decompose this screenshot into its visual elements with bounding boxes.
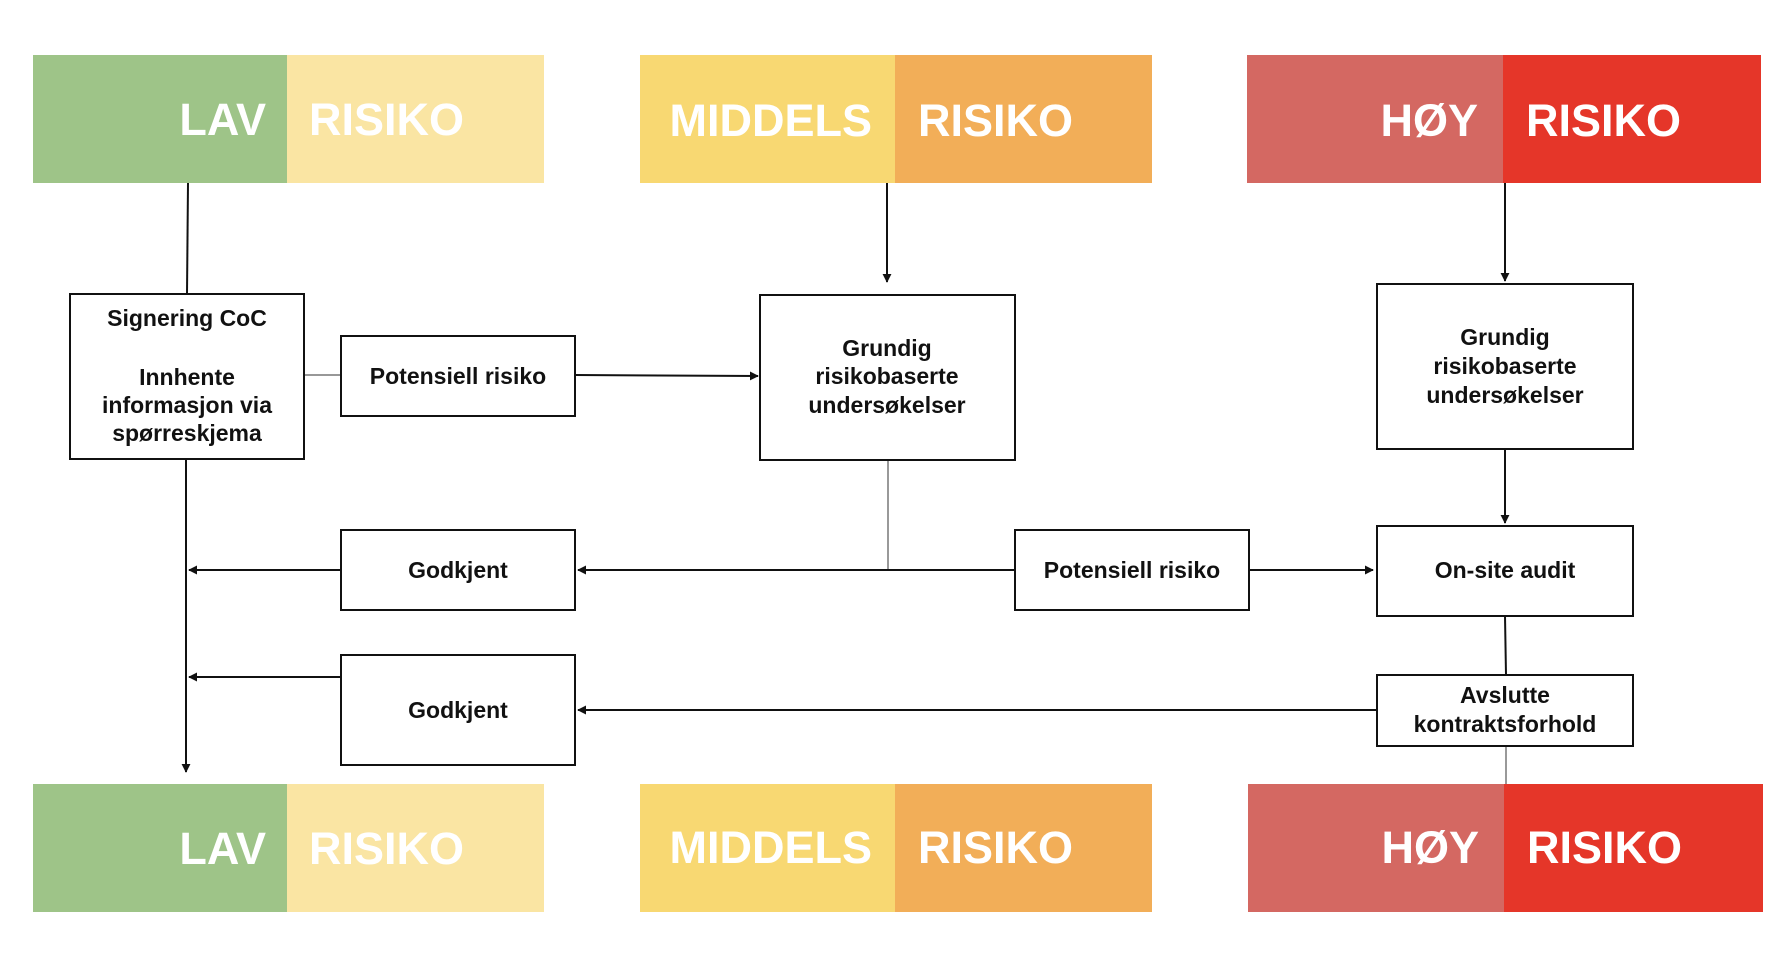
band-bottom-lav-risiko-block [287, 784, 544, 912]
node-avslutte-line2: kontraktsforhold [1414, 711, 1597, 737]
band-bottom-middels-word: MIDDELS [670, 822, 873, 873]
edge-lav-to-signering [186, 182, 189, 295]
band-top-lav-word: LAV [179, 94, 266, 145]
node-grundig-hoy-line3: undersøkelser [1426, 382, 1583, 408]
node-signering-box [69, 293, 305, 460]
band-top-hoy-word-block [1247, 55, 1503, 183]
band-top-hoy-word: HØY [1380, 95, 1478, 146]
node-potensiell-risiko-2: Potensiell risiko [1014, 529, 1250, 611]
node-grundig-hoy-box [1376, 283, 1634, 450]
node-godkjent-1-label: Godkjent [408, 557, 508, 583]
band-bottom-hoy-word-block [1248, 784, 1504, 912]
band-bottom-lav-word-block [33, 784, 287, 912]
node-signering-line4: spørreskjema [112, 420, 262, 446]
band-bottom-hoy-risiko: RISIKO [1527, 822, 1682, 873]
node-godkjent-2-box [340, 654, 576, 766]
node-signering-line1: Signering CoC [107, 305, 267, 331]
node-potensiell-1-label: Potensiell risiko [370, 363, 546, 389]
edge-potensiell-to-grundig [574, 371, 759, 381]
node-onsite-label: On-site audit [1435, 557, 1576, 583]
connectors [181, 182, 1510, 784]
band-bottom-lav-word: LAV [179, 823, 266, 874]
node-godkjent-1: Godkjent [340, 529, 576, 611]
node-grundig-middels-box [759, 294, 1016, 461]
band-bottom-middels-word-block [640, 784, 895, 912]
band-top-middels: MIDDELS RISIKO [640, 55, 1152, 183]
band-bottom-hoy-risiko-block [1504, 784, 1763, 912]
node-avslutte-line1: Avslutte [1460, 682, 1550, 708]
node-grundig-middels-line3: undersøkelser [808, 392, 965, 418]
band-top-lav-risiko-block [287, 55, 544, 183]
node-grundig-middels-line1: Grundig [842, 335, 931, 361]
node-avslutte-box [1376, 674, 1634, 747]
node-potensiell-1-box [340, 335, 576, 417]
band-top-lav-risiko: RISIKO [309, 94, 464, 145]
node-avslutte: Avslutte kontraktsforhold [1376, 674, 1634, 747]
band-top-lav-word-block [33, 55, 287, 183]
band-bottom-hoy-word: HØY [1381, 822, 1479, 873]
node-potensiell-2-box [1014, 529, 1250, 611]
edge-onsite-to-avslutte [1504, 615, 1507, 676]
band-top-hoy: HØY RISIKO [1247, 55, 1761, 183]
node-grundig-middels: Grundig risikobaserte undersøkelser [759, 294, 1016, 461]
node-godkjent-2-label: Godkjent [408, 697, 508, 723]
band-bottom-hoy: HØY RISIKO [1248, 784, 1763, 912]
node-potensiell-2-label: Potensiell risiko [1044, 557, 1220, 583]
node-grundig-hoy-line1: Grundig [1460, 324, 1549, 350]
band-top-middels-word: MIDDELS [670, 95, 873, 146]
band-bottom-lav: LAV RISIKO [33, 784, 544, 912]
band-bottom-middels-risiko: RISIKO [918, 822, 1073, 873]
node-signering: Signering CoC Innhente informasjon via s… [69, 293, 305, 460]
band-top-hoy-risiko: RISIKO [1526, 95, 1681, 146]
band-top-middels-word-block [640, 55, 895, 183]
node-signering-line2: Innhente [139, 364, 235, 390]
band-top-middels-risiko: RISIKO [918, 95, 1073, 146]
band-top-hoy-risiko-block [1503, 55, 1761, 183]
node-signering-line3: informasjon via [102, 392, 272, 418]
node-grundig-hoy-line2: risikobaserte [1433, 353, 1576, 379]
band-top-middels-risiko-block [895, 55, 1152, 183]
node-potensiell-risiko-1: Potensiell risiko [340, 335, 576, 417]
band-top-lav: LAV RISIKO [33, 55, 544, 183]
band-bottom-lav-risiko: RISIKO [309, 823, 464, 874]
node-grundig-middels-line2: risikobaserte [815, 363, 958, 389]
node-onsite-box [1376, 525, 1634, 617]
node-grundig-hoy: Grundig risikobaserte undersøkelser [1376, 283, 1634, 450]
node-godkjent-2: Godkjent [340, 654, 576, 766]
node-onsite-audit: On-site audit [1376, 525, 1634, 617]
node-godkjent-1-box [340, 529, 576, 611]
band-bottom-middels: MIDDELS RISIKO [640, 784, 1152, 912]
band-bottom-middels-risiko-block [895, 784, 1152, 912]
